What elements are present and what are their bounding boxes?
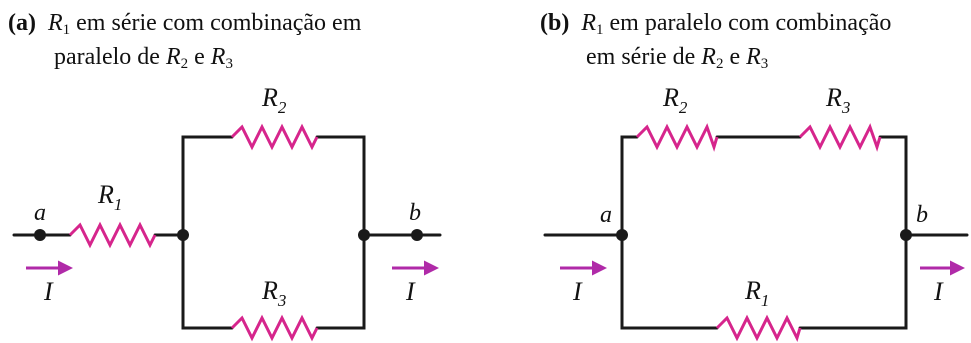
caption-b-and: e <box>723 44 747 70</box>
caption-a-line2: paralelo de R2 e R3 <box>8 40 361 74</box>
circuit-a-label-current-in: I <box>43 277 54 306</box>
circuit-b-label-b: b <box>916 202 928 228</box>
circuit-b-resistor-r1 <box>715 314 802 343</box>
caption-b-tag: (b) <box>540 10 570 36</box>
circuit-b-resistor-r2 <box>635 123 719 152</box>
circuit-b <box>543 135 969 330</box>
circuit-b-junction-a <box>616 229 628 241</box>
caption-a-r1-symbol: R <box>47 10 63 36</box>
circuit-b-label-r2: R2 <box>662 83 688 117</box>
circuit-a-wire-bottom-left <box>181 233 234 330</box>
circuit-b-wire-top-left <box>620 135 639 237</box>
caption-a-r3-subscript: 3 <box>225 56 233 72</box>
caption-b-r1-symbol: R <box>581 10 597 36</box>
circuit-a-junction-right <box>358 229 370 241</box>
circuit-a-label-r2: R2 <box>261 83 287 117</box>
caption-a-r1-subscript: 1 <box>62 22 71 38</box>
caption-b-r3-symbol: R <box>746 44 761 70</box>
circuit-a-label-b: b <box>409 200 421 226</box>
circuit-b-wire-top-right <box>878 135 908 237</box>
caption-a: (a) R1 em série com combinação em parale… <box>8 6 361 74</box>
caption-a-r2-subscript: 2 <box>180 56 189 72</box>
caption-b-line2: em série de R2 e R3 <box>540 40 891 74</box>
circuit-a-terminal-b <box>411 229 423 241</box>
caption-a-r3-symbol: R <box>210 44 226 70</box>
circuit-a-label-r1: R1 <box>97 180 122 214</box>
caption-b-line2-text: em série de <box>586 44 702 70</box>
circuit-a-label-r3: R3 <box>261 276 286 310</box>
circuit-b-label-current-in: I <box>572 277 583 306</box>
circuit-b-wire-bottom-left <box>620 233 719 330</box>
circuit-a-junction-left <box>177 229 189 241</box>
circuit-a-wire-top-right <box>315 135 366 237</box>
circuit-a-terminal-a <box>34 229 46 241</box>
circuit-a-label-a: a <box>34 200 46 226</box>
caption-b: (b) R1 em paralelo com combinação em sér… <box>540 6 891 74</box>
caption-b-r2-subscript: 2 <box>715 56 724 72</box>
circuit-b-resistor-r3 <box>798 123 882 152</box>
caption-b-r3-subscript: 3 <box>760 56 769 72</box>
circuit-a-resistor-r1 <box>68 221 157 249</box>
circuit-b-label-r1: R1 <box>744 276 769 310</box>
caption-b-r2-symbol: R <box>701 44 716 70</box>
circuit-a-resistor-r3 <box>230 314 319 342</box>
circuit-a-wire-top-left <box>181 135 234 237</box>
caption-a-line1: (a) R1 em série com combinação em <box>8 6 361 40</box>
caption-a-and: e <box>188 44 211 70</box>
circuit-a <box>12 135 442 330</box>
caption-a-line1-text: em série com combinação em <box>70 10 362 36</box>
circuit-a-wire-bottom-right <box>315 233 366 330</box>
circuit-a-resistor-r2 <box>230 123 319 151</box>
caption-b-line1: (b) R1 em paralelo com combinação <box>540 6 891 40</box>
caption-a-tag: (a) <box>8 10 36 36</box>
caption-a-r2-symbol: R <box>165 44 181 70</box>
circuit-b-junction-b <box>900 229 912 241</box>
caption-b-line1-text: em paralelo com combinação <box>603 10 892 36</box>
caption-b-r1-subscript: 1 <box>596 22 604 38</box>
circuit-b-label-r3: R3 <box>825 83 850 117</box>
circuit-b-wire-bottom-right <box>798 233 908 330</box>
circuit-b-label-a: a <box>600 202 612 228</box>
circuit-a-label-current-out: I <box>405 277 416 306</box>
caption-a-line2-text: paralelo de <box>54 44 166 70</box>
circuit-b-label-current-out: I <box>933 277 944 306</box>
